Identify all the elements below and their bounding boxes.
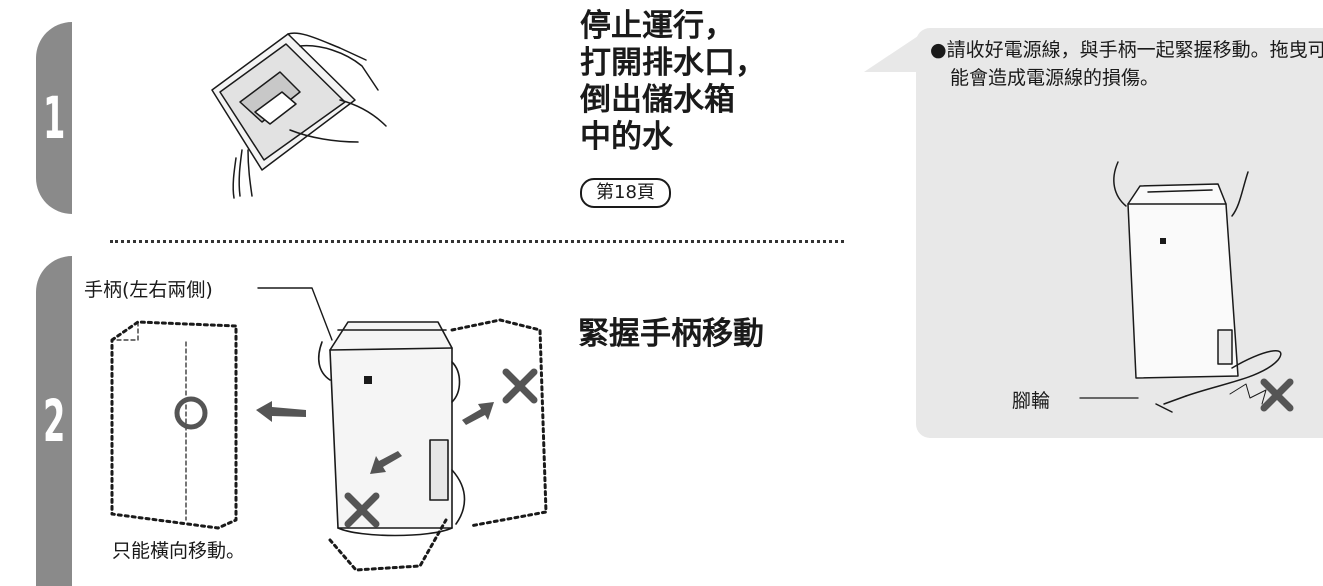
page-reference-badge[interactable]: 第18頁 [580,178,671,208]
step-1-tab: 1 [36,22,72,214]
x-mark-icon [344,368,538,528]
sideways-move-ok-illustration [110,320,238,530]
x-mark-icon [1260,378,1294,412]
tip-panel [916,28,1323,438]
handle-label: 手柄(左右兩側) [84,279,213,301]
tip-text-body: 請收好電源線，與手柄一起緊握移動。拖曳可能會造成電源線的損傷。 [946,39,1323,89]
bullet-icon: ● [930,39,947,61]
tip-text: ●請收好電源線，與手柄一起緊握移動。拖曳可能會造成電源線的損傷。 [930,36,1323,92]
dehumidifier-cord-illustration [1079,161,1282,413]
step-2-title: 緊握手柄移動 [578,316,764,352]
step-2-number: 2 [42,387,66,455]
dotted-divider [110,240,844,243]
arrow-diagonal-icon [370,402,494,474]
dehumidifier-carry-illustration [317,321,466,537]
arrow-left-icon [256,401,306,422]
water-tank-illustration [211,32,387,199]
circle-ok-icon [174,396,208,430]
caster-label: 腳輪 [1012,390,1051,412]
step-1-title: 停止運行， 打開排水口， 倒出儲水箱 中的水 [580,8,766,155]
handle-leader-line [257,287,333,341]
sideways-only-label: 只能橫向移動。 [112,540,246,562]
step-2-tab: 2 [36,256,72,586]
step-1-number: 1 [42,84,66,152]
tip-pointer [864,32,924,72]
wrong-tilt-ghost-outline [328,318,548,572]
